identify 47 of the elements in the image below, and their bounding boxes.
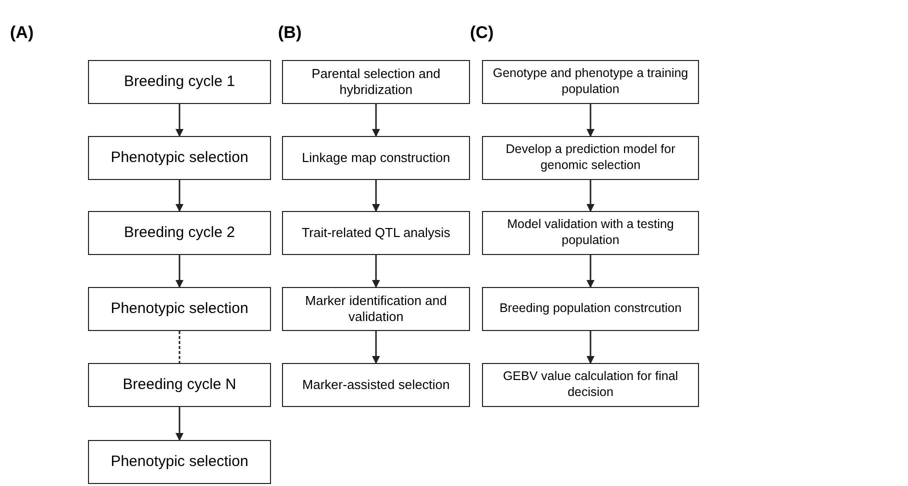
box-text: Marker-assisted selection	[302, 376, 450, 394]
process-box	[88, 440, 271, 484]
box-text: Model validation with a testing population	[506, 217, 675, 249]
arrow	[176, 407, 184, 441]
box-text: Breeding cycle 2	[124, 224, 235, 242]
arrow	[586, 255, 594, 288]
arrow	[372, 104, 380, 137]
box-text: Linkage map construction	[302, 150, 450, 166]
arrow	[372, 255, 380, 288]
process-box	[282, 136, 470, 180]
box-text: Breeding cycle N	[122, 376, 236, 394]
box-text: Genotype and phenotype a training population	[492, 66, 690, 98]
arrow	[176, 180, 184, 212]
process-box	[282, 211, 470, 255]
arrow	[586, 104, 594, 137]
process-box	[482, 211, 699, 255]
box-text: Marker identification and validation	[304, 292, 448, 326]
process-box	[88, 211, 271, 255]
arrow	[176, 255, 184, 288]
process-box	[282, 287, 470, 331]
process-box	[282, 363, 470, 407]
process-box	[88, 60, 271, 104]
box-text: Breeding population constrcution	[499, 301, 682, 317]
process-box	[282, 60, 470, 104]
box-text: Phenotypic selection	[110, 300, 248, 318]
arrow	[372, 180, 380, 212]
arrow	[372, 331, 380, 364]
arrow	[176, 104, 184, 137]
process-box	[482, 287, 699, 331]
arrow	[586, 331, 594, 364]
panel-label: (B)	[278, 24, 302, 41]
process-box	[482, 363, 699, 407]
process-box	[482, 60, 699, 104]
panel-label: (A)	[10, 24, 34, 41]
panel-label: (C)	[470, 24, 494, 41]
box-text: Phenotypic selection	[110, 452, 248, 472]
box-text: Develop a prediction model for genomic selection	[504, 142, 676, 174]
process-box	[482, 136, 699, 180]
arrow	[586, 180, 594, 212]
process-box	[88, 287, 271, 331]
box-text: GEBV value calculation for final decision	[502, 369, 680, 401]
box-text: Breeding cycle 1	[124, 72, 235, 92]
box-text: Parental selection and hybridization	[310, 66, 442, 98]
box-text: Phenotypic selection	[110, 148, 248, 168]
process-box	[88, 136, 271, 180]
process-box	[88, 363, 271, 407]
box-text: Trait-related QTL analysis	[302, 224, 450, 242]
